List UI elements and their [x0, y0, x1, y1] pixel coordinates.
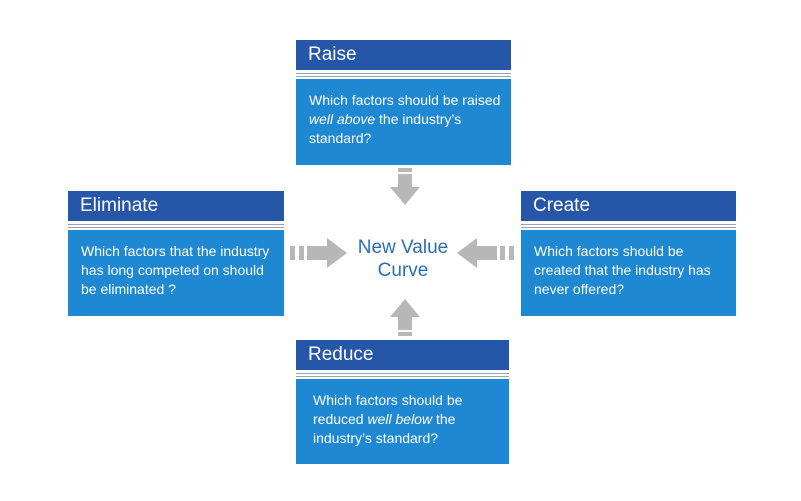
left-arrow-icon	[457, 238, 514, 268]
reduce-title: Reduce	[296, 340, 509, 370]
raise-card: Raise Which factors should be raised wel…	[296, 40, 511, 165]
center-label-line1: New Value	[357, 237, 449, 258]
eliminate-divider	[68, 224, 284, 225]
up-arrow-icon	[390, 299, 420, 336]
create-description: Which factors should be created that the…	[521, 230, 736, 316]
eliminate-divider	[68, 227, 284, 228]
eliminate-title: Eliminate	[68, 191, 284, 221]
reduce-emphasis: well below	[367, 411, 433, 427]
reduce-card: Reduce Which factors should be reduced w…	[296, 340, 509, 464]
create-title: Create	[521, 191, 736, 221]
right-arrow-icon	[290, 238, 347, 268]
raise-description: Which factors should be raised well abov…	[296, 79, 511, 165]
create-card: Create Which factors should be created t…	[521, 191, 736, 316]
eliminate-description: Which factors that the industry has long…	[68, 230, 284, 316]
eliminate-card: Eliminate Which factors that the industr…	[68, 191, 284, 316]
reduce-divider	[296, 373, 509, 374]
raise-divider	[296, 76, 511, 77]
reduce-description: Which factors should be reduced well bel…	[296, 379, 509, 464]
create-divider	[521, 224, 736, 225]
raise-divider	[296, 73, 511, 74]
center-label: New Value Curve	[340, 236, 466, 282]
raise-title: Raise	[296, 40, 511, 70]
create-divider	[521, 227, 736, 228]
down-arrow-icon	[390, 168, 420, 205]
reduce-divider	[296, 376, 509, 377]
center-label-line2: Curve	[377, 260, 429, 281]
raise-emphasis: well above	[309, 111, 376, 127]
